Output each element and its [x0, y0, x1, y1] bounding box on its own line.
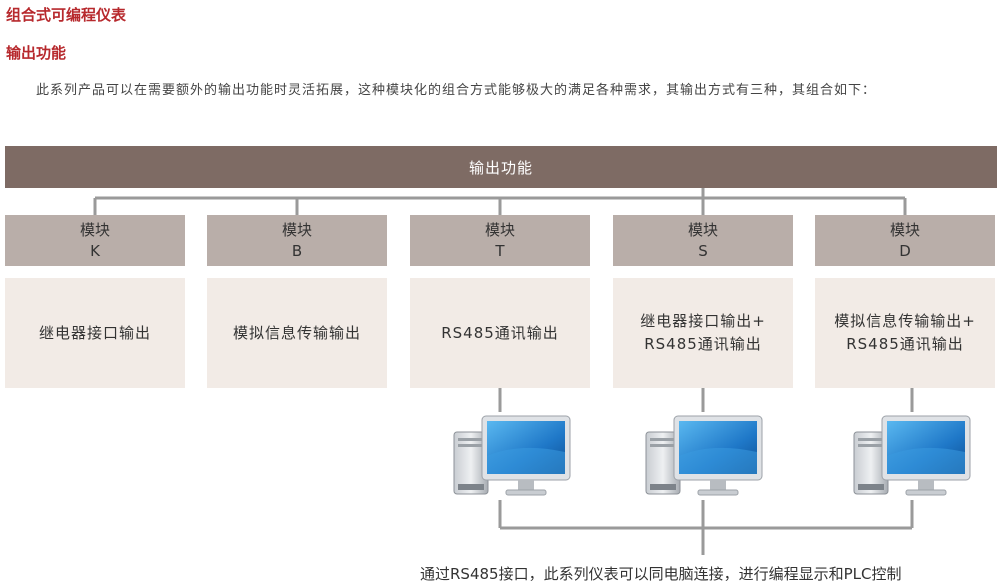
- module-s-body: 继电器接口输出+ RS485通讯输出: [613, 278, 793, 388]
- module-label: 模块: [281, 220, 312, 239]
- module-desc: RS485通讯输出: [441, 323, 559, 342]
- module-b-head: 模块 B: [207, 215, 387, 266]
- module-label: 模块: [889, 220, 920, 239]
- module-desc: 继电器接口输出: [38, 323, 151, 342]
- page-title: 组合式可编程仪表: [6, 6, 127, 24]
- module-code: S: [698, 241, 708, 260]
- module-t-head: 模块 T: [410, 215, 590, 266]
- desktop-computer-icon: [645, 415, 763, 496]
- module-code: K: [90, 241, 100, 260]
- module-desc: 模拟信息传输输出+: [834, 312, 976, 330]
- output-function-header: 输出功能: [5, 146, 997, 188]
- module-label: 模块: [79, 220, 110, 239]
- module-b-body: 模拟信息传输输出: [207, 278, 387, 388]
- module-desc: 继电器接口输出+: [640, 312, 766, 330]
- module-k-head: 模块 K: [5, 215, 185, 266]
- desktop-computer-icon: [453, 415, 571, 496]
- module-code: D: [899, 241, 911, 260]
- module-code: B: [291, 241, 303, 260]
- module-k-body: 继电器接口输出: [5, 278, 185, 388]
- module-t-body: RS485通讯输出: [410, 278, 590, 388]
- module-label: 模块: [484, 220, 515, 239]
- module-desc: RS485通讯输出: [846, 335, 964, 353]
- intro-paragraph: 此系列产品可以在需要额外的输出功能时灵活拓展，这种模块化的组合方式能够极大的满足…: [36, 83, 877, 98]
- diagram-caption: 通过RS485接口，此系列仪表可以同电脑连接，进行编程显示和PLC控制: [420, 565, 902, 583]
- module-desc: RS485通讯输出: [644, 335, 762, 353]
- module-d-head: 模块 D: [815, 215, 995, 266]
- desktop-computer-icon: [853, 415, 971, 496]
- section-title: 输出功能: [6, 44, 67, 62]
- module-code: T: [495, 241, 505, 260]
- module-desc: 模拟信息传输输出: [232, 323, 361, 342]
- module-d-body: 模拟信息传输输出+ RS485通讯输出: [815, 278, 995, 388]
- module-s-head: 模块 S: [613, 215, 793, 266]
- module-label: 模块: [687, 220, 718, 239]
